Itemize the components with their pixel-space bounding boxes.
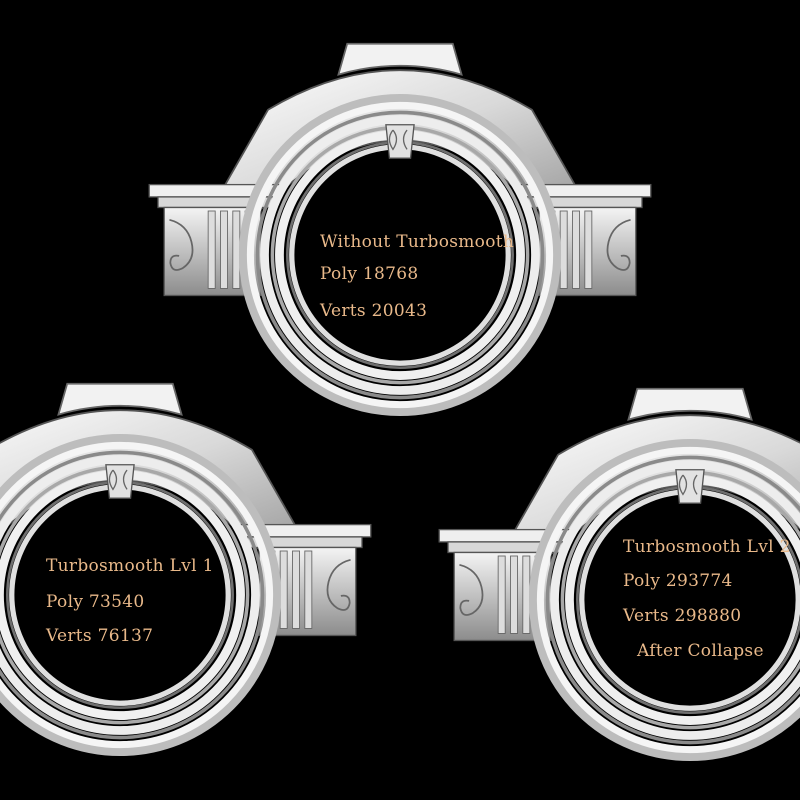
label-poly: Poly 293774 <box>623 571 733 591</box>
label-title: Turbosmooth Lvl 1 <box>46 556 214 576</box>
label-group-without-turbosmooth: Without Turbosmooth Poly 18768 Verts 200… <box>319 232 514 321</box>
label-verts: Verts 76137 <box>45 626 153 646</box>
window-ornament-top <box>149 44 651 412</box>
label-verts: Verts 298880 <box>622 606 741 626</box>
label-verts: Verts 20043 <box>319 301 427 321</box>
label-poly: Poly 18768 <box>320 264 419 284</box>
label-note: After Collapse <box>636 641 764 661</box>
label-title: Without Turbosmooth <box>320 232 514 252</box>
label-group-turbosmooth-lvl-1: Turbosmooth Lvl 1 Poly 73540 Verts 76137 <box>45 556 214 646</box>
window-ornament-bottom-right <box>439 389 800 757</box>
label-group-turbosmooth-lvl-2: Turbosmooth Lvl 2 Poly 293774 Verts 2988… <box>622 537 791 661</box>
label-poly: Poly 73540 <box>46 592 145 612</box>
label-title: Turbosmooth Lvl 2 <box>623 537 791 557</box>
